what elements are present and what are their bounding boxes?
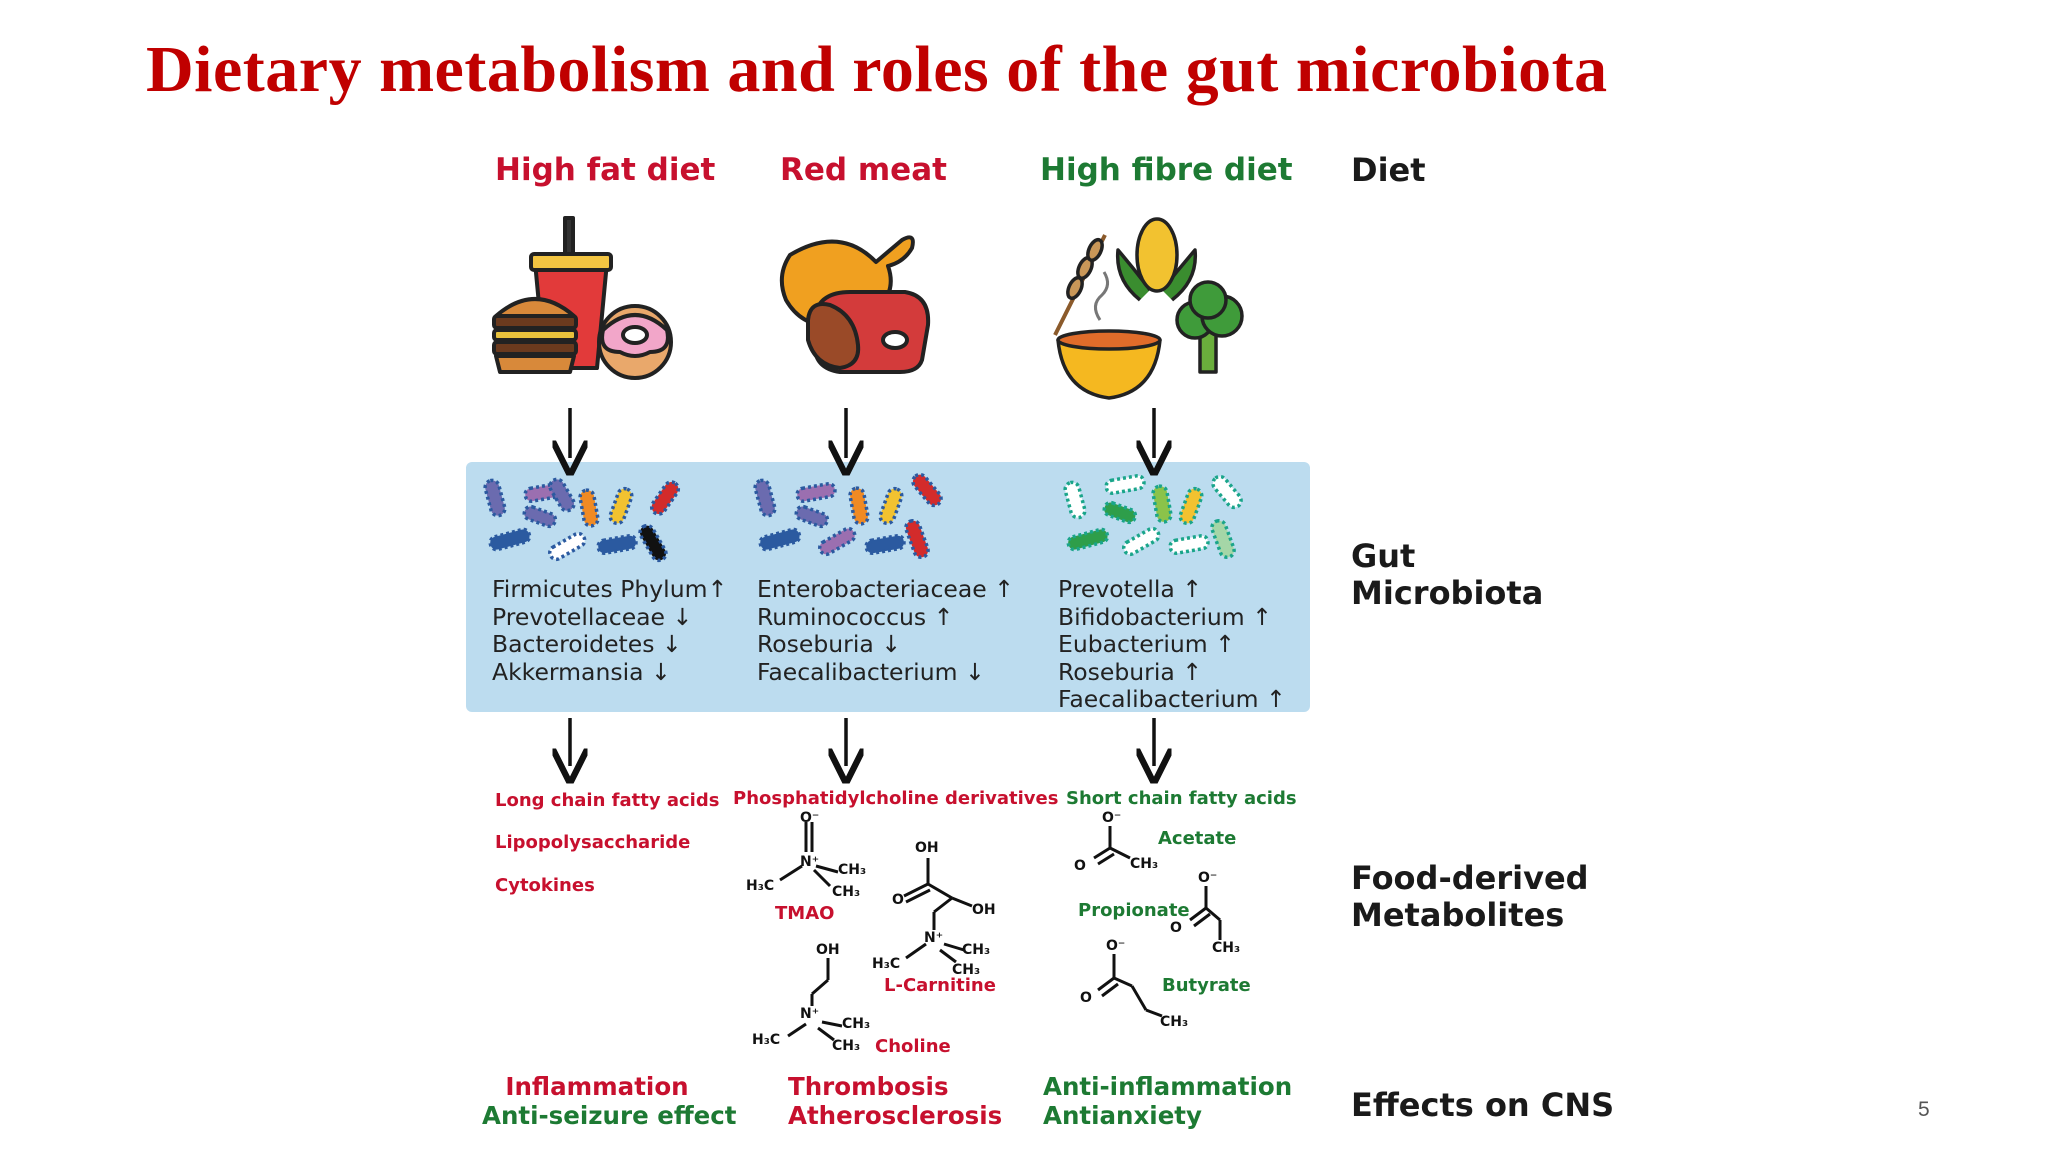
atom-label: H₃C <box>746 878 775 894</box>
metabolite-heading-scfa: Short chain fatty acids <box>1066 788 1297 809</box>
diet-header-high-fibre: High fibre diet <box>1040 152 1293 188</box>
metabolite-cytokines: Cytokines <box>495 875 595 896</box>
microbe-item: Eubacterium ↑ <box>1058 630 1235 658</box>
effect-anti-seizure: Anti-seizure effect <box>482 1101 737 1130</box>
atom-label: CH₃ <box>952 962 981 978</box>
chemical-structures <box>779 822 1222 1042</box>
meat-icon <box>779 235 931 374</box>
microbe-list-red-meat: Enterobacteriaceae ↑ Ruminococcus ↑ Rose… <box>757 575 1014 686</box>
effects-red-meat: Thrombosis Atherosclerosis <box>788 1072 1002 1130</box>
diet-header-high-fat: High fat diet <box>495 152 716 188</box>
atom-label: N⁺ <box>800 854 820 870</box>
bacteria-icon <box>483 472 1243 563</box>
atom-label: CH₃ <box>962 942 991 958</box>
microbe-item: Prevotella ↑ <box>1058 575 1202 603</box>
flow-arrows <box>570 408 1154 766</box>
atom-label: O⁻ <box>800 810 820 826</box>
atom-label: O <box>1074 858 1086 874</box>
effects-high-fat: Inflammation Anti-seizure effect <box>482 1072 737 1130</box>
page-title: Dietary metabolism and roles of the gut … <box>146 33 1608 106</box>
microbe-item: Roseburia ↑ <box>1058 657 1202 686</box>
atom-label: OH <box>972 902 996 918</box>
microbe-list-high-fat: Firmicutes Phylum↑ Prevotellaceae ↓ Bact… <box>492 575 728 686</box>
atom-label: CH₃ <box>1160 1014 1189 1030</box>
compound-propionate: Propionate <box>1078 900 1190 921</box>
diet-header-red-meat: Red meat <box>780 152 947 188</box>
atom-label: H₃C <box>752 1032 781 1048</box>
row-label-diet: Diet <box>1351 151 1426 189</box>
atom-label: H₃C <box>872 956 901 972</box>
metabolite-long-chain-fatty-acids: Long chain fatty acids <box>495 790 720 811</box>
atom-label: O <box>1080 990 1092 1006</box>
atom-label: CH₃ <box>1212 940 1241 956</box>
effect-inflammation: Inflammation <box>505 1072 689 1101</box>
microbe-item: Roseburia ↓ <box>757 630 901 658</box>
compound-acetate: Acetate <box>1158 828 1237 849</box>
atom-label: CH₃ <box>832 884 861 900</box>
atom-label: OH <box>915 840 939 856</box>
atom-label: O <box>1170 920 1182 936</box>
effects-high-fibre: Anti-inflammation Antianxiety <box>1043 1072 1292 1130</box>
metabolite-heading-phosphatidylcholine: Phosphatidylcholine derivatives <box>733 788 1059 809</box>
atom-label: N⁺ <box>924 930 944 946</box>
fast-food-icon <box>492 216 673 380</box>
row-label-effects: Effects on CNS <box>1351 1086 1615 1124</box>
microbe-item: Bacteroidetes ↓ <box>492 630 682 658</box>
microbe-item: Bifidobacterium ↑ <box>1058 602 1272 631</box>
effect-antianxiety: Antianxiety <box>1043 1101 1202 1130</box>
microbe-item: Firmicutes Phylum↑ <box>492 575 728 603</box>
grain-vegetable-soup-icon <box>1053 217 1244 400</box>
microbe-item: Enterobacteriaceae ↑ <box>757 575 1014 603</box>
atom-label: O⁻ <box>1106 938 1126 954</box>
microbe-item: Faecalibacterium ↓ <box>757 657 985 686</box>
atom-label: OH <box>816 942 840 958</box>
microbe-list-high-fibre: Prevotella ↑ Bifidobacterium ↑ Eubacteri… <box>1058 575 1286 714</box>
compound-tmao: TMAO <box>775 903 835 924</box>
atom-label: CH₃ <box>832 1038 861 1054</box>
atom-label: CH₃ <box>1130 856 1159 872</box>
microbe-item: Prevotellaceae ↓ <box>492 602 693 631</box>
atom-label: O <box>892 892 904 908</box>
atom-label: O⁻ <box>1102 810 1122 826</box>
atom-label: O⁻ <box>1198 870 1218 886</box>
atom-label: N⁺ <box>800 1006 820 1022</box>
atom-label: CH₃ <box>842 1016 871 1032</box>
effect-atherosclerosis: Atherosclerosis <box>788 1101 1003 1130</box>
microbe-item: Faecalibacterium ↑ <box>1058 685 1286 713</box>
compound-butyrate: Butyrate <box>1162 975 1251 996</box>
metabolite-lipopolysaccharide: Lipopolysaccharide <box>495 832 691 853</box>
effect-anti-inflammation: Anti-inflammation <box>1043 1072 1293 1101</box>
compound-choline: Choline <box>875 1036 951 1057</box>
atom-label: CH₃ <box>838 862 867 878</box>
microbe-item: Ruminococcus ↑ <box>757 602 954 631</box>
effect-thrombosis: Thrombosis <box>788 1072 949 1101</box>
compound-l-carnitine: L-Carnitine <box>884 975 996 996</box>
microbe-item: Akkermansia ↓ <box>492 657 671 686</box>
page-number: 5 <box>1918 1098 1930 1121</box>
